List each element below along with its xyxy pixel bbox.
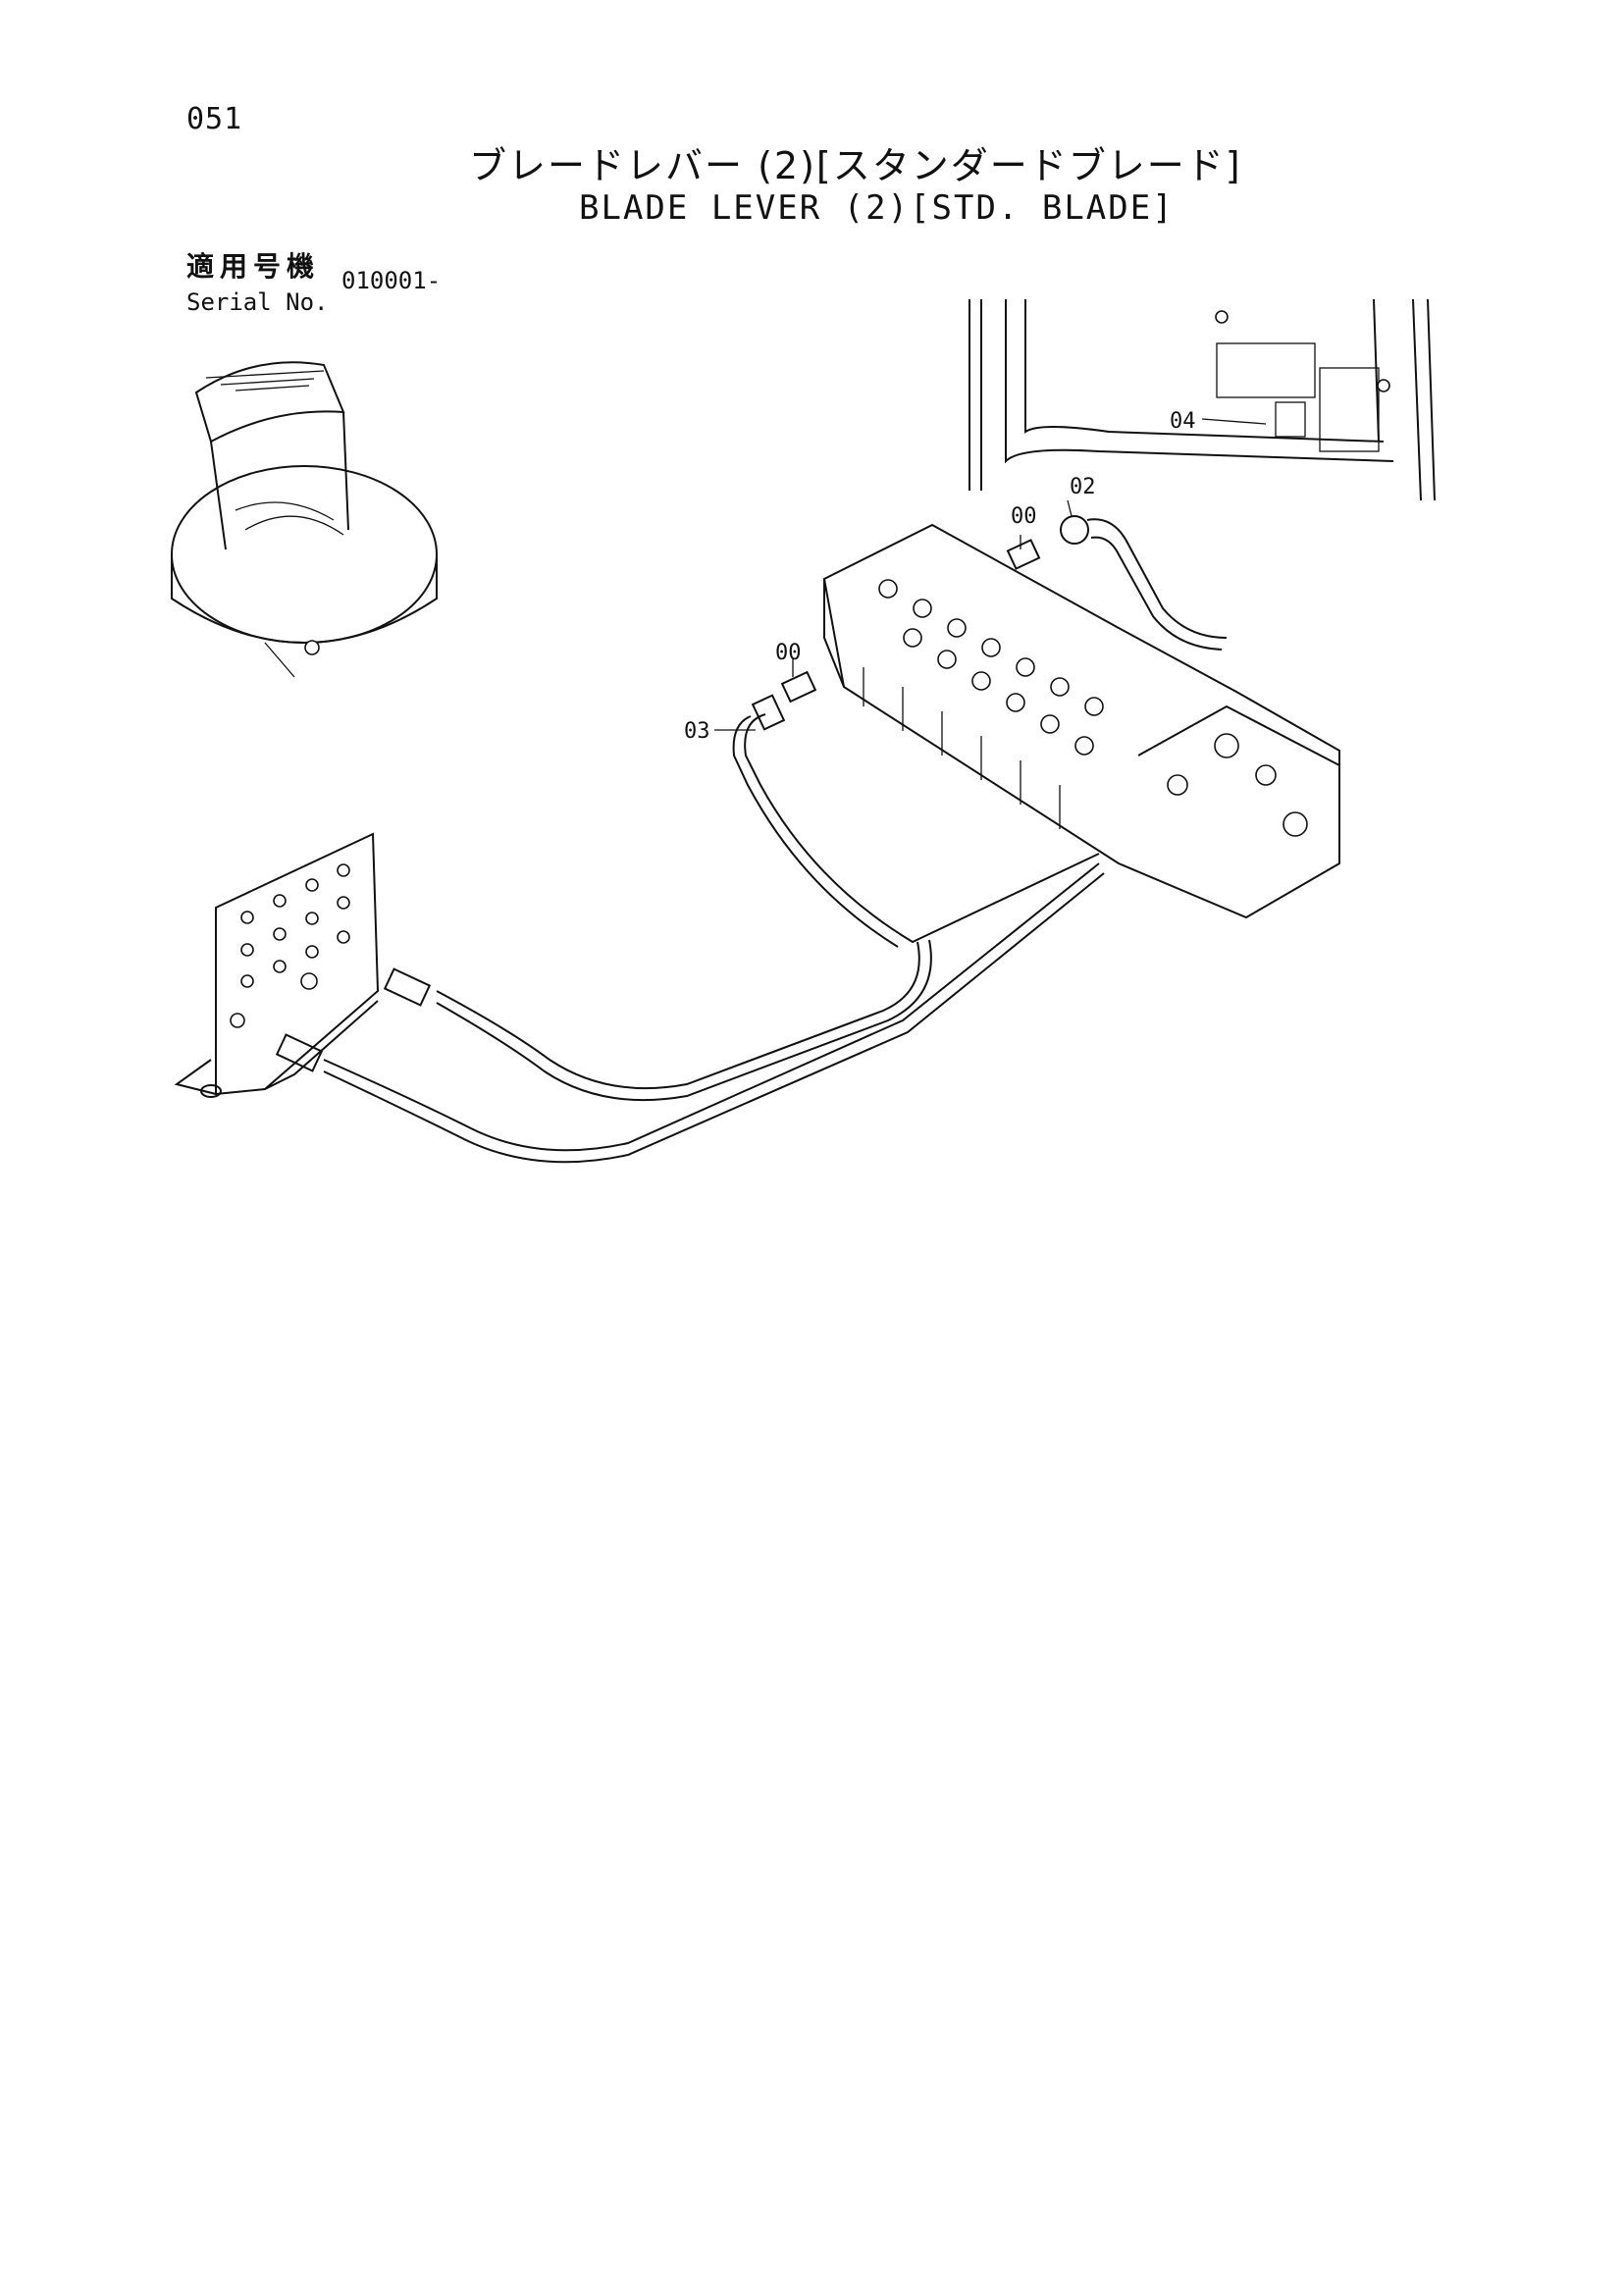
serial-label-japanese: 適用号機 <box>186 250 321 283</box>
fitting-00-mid <box>780 670 817 704</box>
machine-thumbnail <box>171 361 438 678</box>
page-number: 051 <box>186 102 243 136</box>
leader-lines <box>714 418 1267 731</box>
cab-frame <box>969 298 1436 501</box>
title-english: BLADE LEVER (2)[STD. BLADE] <box>579 188 1175 228</box>
serial-label-english: Serial No. <box>186 288 329 316</box>
fitting-00-top <box>1006 539 1041 570</box>
control-valve <box>822 523 1340 919</box>
part-label-03: 03 <box>684 719 710 744</box>
serial-number-value: 010001- <box>341 267 442 294</box>
pilot-hoses <box>323 862 1105 1164</box>
title-japanese: ブレードレバー (2)[スタンダードブレード] <box>469 144 1242 187</box>
hose-02 <box>1060 515 1228 651</box>
part-label-00-top: 00 <box>1011 504 1037 529</box>
part-label-00-mid: 00 <box>775 641 802 665</box>
hose-03 <box>732 694 1100 948</box>
part-label-04: 04 <box>1170 409 1196 434</box>
part-label-02: 02 <box>1070 475 1096 499</box>
lever-bracket <box>174 832 432 1098</box>
